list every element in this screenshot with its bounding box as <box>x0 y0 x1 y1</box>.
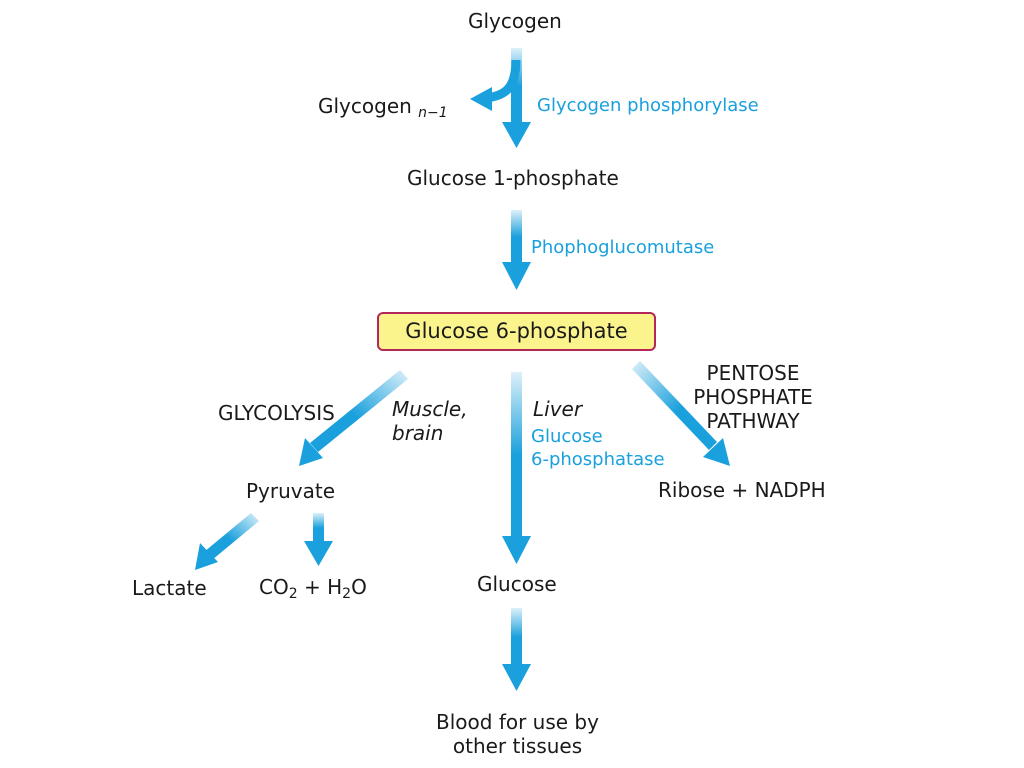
arrow-g6p-to-ribose <box>632 361 730 466</box>
glycogen-n1-text: Glycogen <box>318 94 412 118</box>
node-pyruvate: Pyruvate <box>246 479 336 503</box>
arrow-branch-to-glycogen-n1 <box>470 59 521 111</box>
arrow-pyruvate-to-co2 <box>304 513 333 566</box>
node-glycogen: Glycogen <box>468 9 562 33</box>
node-glucose: Glucose <box>477 572 557 596</box>
h2o-o: O <box>351 575 367 599</box>
glycogen-n1-subscript: n−1 <box>418 105 448 122</box>
label-muscle-brain: Muscle, brain <box>392 397 468 445</box>
node-glucose-6-phosphate: Glucose 6-phosphate <box>377 312 656 351</box>
node-ribose-nadph: Ribose + NADPH <box>658 478 826 502</box>
enzyme-phosphoglucomutase: Phophoglucomutase <box>531 237 715 258</box>
arrow-g6p-to-pyruvate <box>299 370 408 466</box>
node-glucose-1-phosphate: Glucose 1-phosphate <box>407 166 619 190</box>
pentose-line-1: PENTOSE <box>706 361 800 385</box>
co2-co: CO <box>259 575 289 599</box>
co2-subscript: 2 <box>288 586 298 603</box>
node-blood-other-tissues: Blood for use by other tissues <box>410 710 625 758</box>
enzyme-glycogen-phosphorylase: Glycogen phosphorylase <box>537 95 759 116</box>
blood-line-2: other tissues <box>452 734 583 758</box>
arrow-glycogen-to-g1p <box>502 48 531 148</box>
arrow-pyruvate-to-lactate <box>195 513 259 570</box>
pentose-line-3: PATHWAY <box>706 409 800 433</box>
arrow-glucose-to-blood <box>502 608 531 691</box>
enzyme-g6pase-line-1: Glucose <box>531 426 603 447</box>
enzyme-glucose-6-phosphatase: Glucose 6-phosphatase <box>531 425 665 471</box>
label-brain: brain <box>392 421 444 445</box>
node-lactate: Lactate <box>132 576 207 600</box>
node-co2-h2o: CO2 + H2O <box>259 575 367 603</box>
h2o-plus-h: + H <box>297 575 343 599</box>
h2o-subscript: 2 <box>342 586 352 603</box>
enzyme-g6pase-line-2: 6-phosphatase <box>531 449 665 470</box>
blood-line-1: Blood for use by <box>436 710 599 734</box>
label-pentose-phosphate-pathway: PENTOSE PHOSPHATE PATHWAY <box>688 361 818 433</box>
node-glycogen-n-minus-1: Glycogen n−1 <box>318 94 448 122</box>
arrow-g6p-to-glucose <box>502 372 531 564</box>
arrow-g1p-to-g6p <box>502 210 531 290</box>
label-muscle: Muscle, <box>392 397 468 421</box>
pentose-line-2: PHOSPHATE <box>693 385 813 409</box>
label-glycolysis: GLYCOLYSIS <box>218 401 335 425</box>
label-liver: Liver <box>533 397 583 421</box>
